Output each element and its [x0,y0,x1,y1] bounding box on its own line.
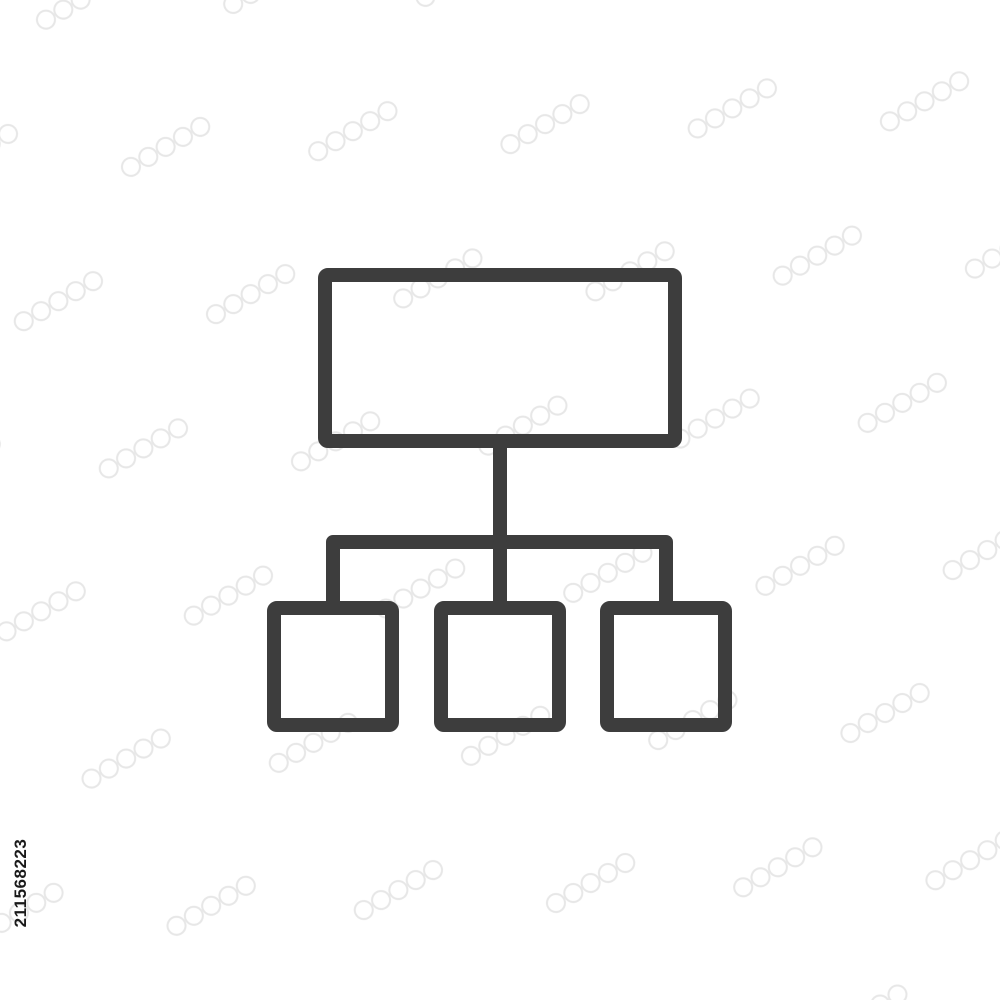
child-node-box-middle [434,601,566,732]
stock-id-label: 211568223 [0,766,42,1000]
child-node-box-right [600,601,732,732]
parent-node-box [318,268,682,448]
stock-id-text: 211568223 [11,838,30,928]
child-node-box-left [267,601,399,732]
